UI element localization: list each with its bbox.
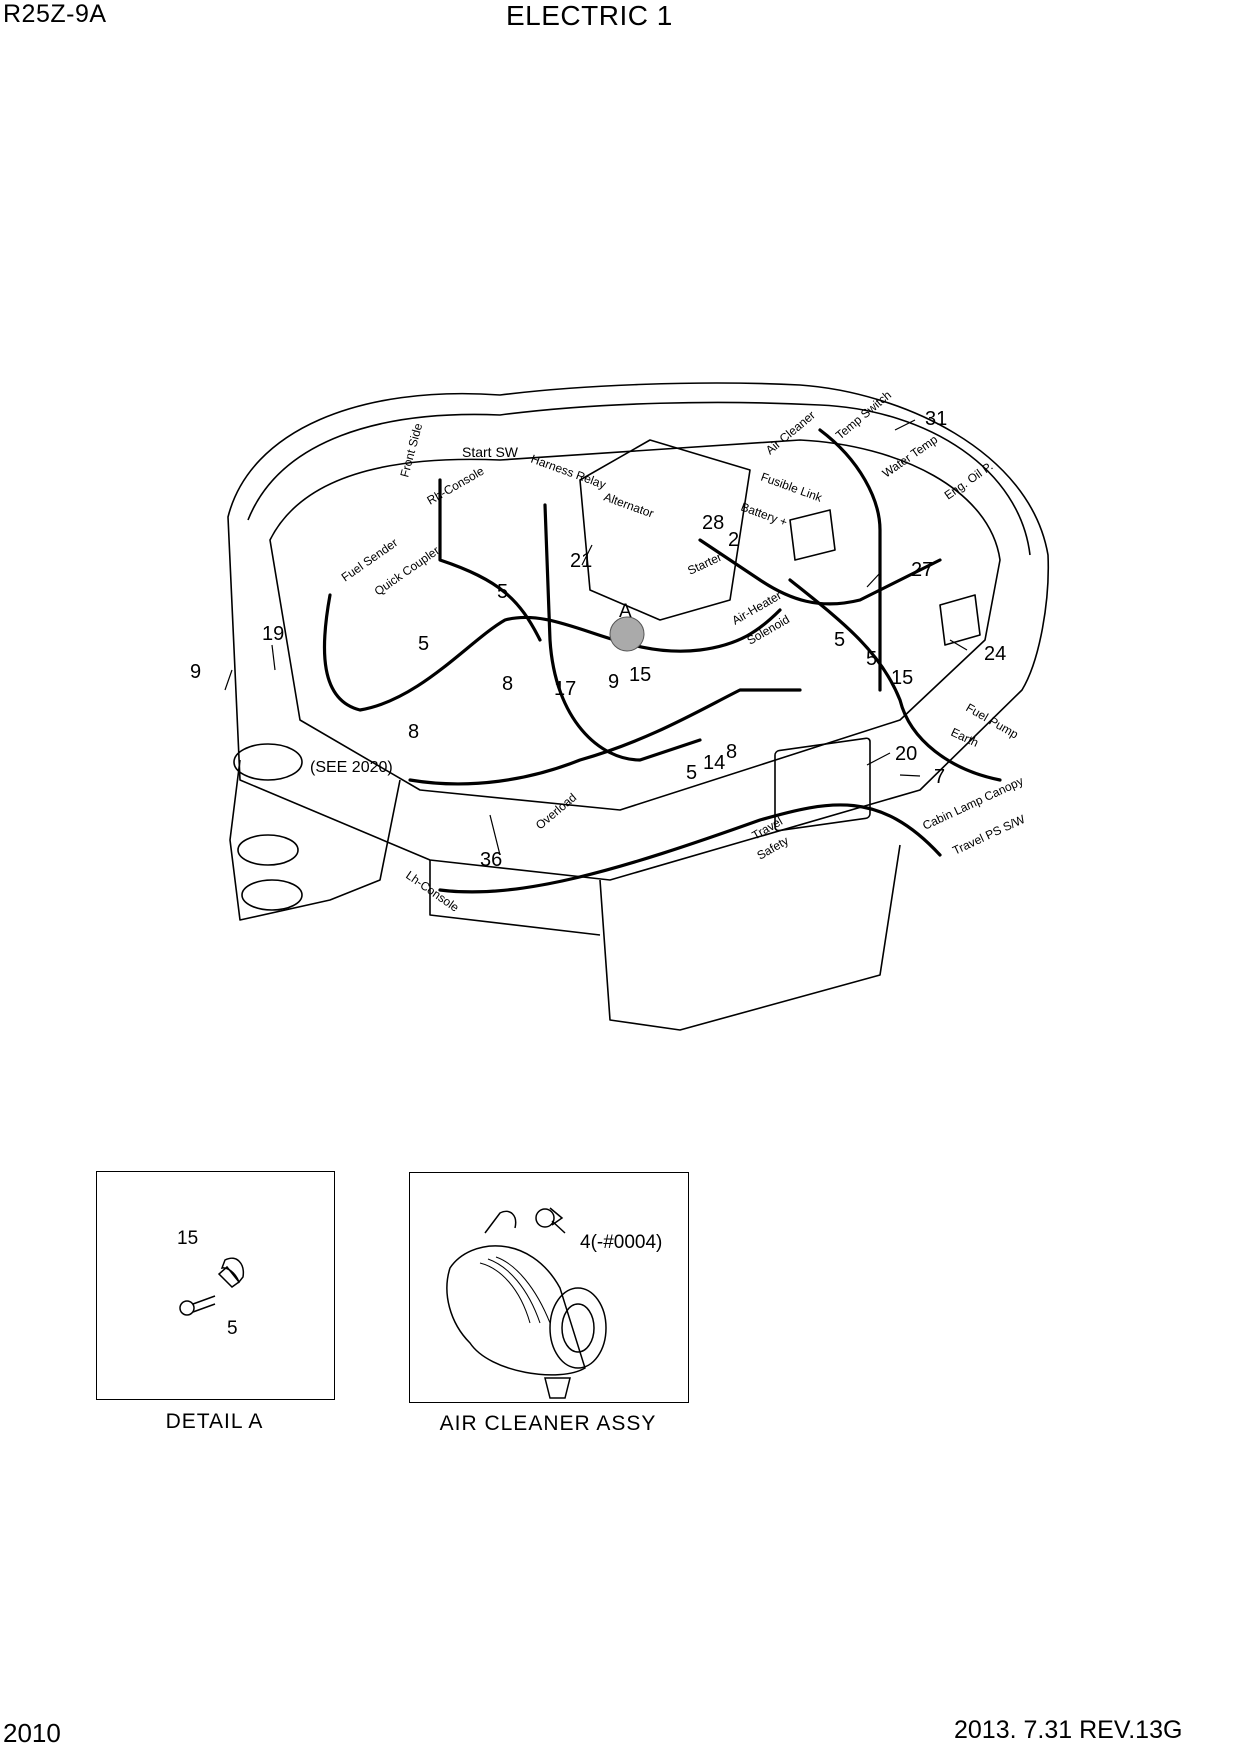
callout-5-e: 5 <box>686 762 697 784</box>
callout-15-b: 15 <box>891 667 913 689</box>
callout-9-a: 9 <box>190 661 201 683</box>
air-cleaner-callout-4: 4(-#0004) <box>580 1232 662 1253</box>
swing-pin-hole-1 <box>237 834 299 866</box>
harness-label-rh-console: Rh-Console <box>425 464 487 508</box>
clip-body <box>217 1265 241 1288</box>
harness-label-battery-plus: Battery + <box>739 500 789 530</box>
counterweight-front <box>599 844 901 1031</box>
air-cleaner-box: 4(-#0004) <box>409 1172 689 1403</box>
page-title: ELECTRIC 1 <box>506 0 673 31</box>
callout-14: 14 <box>703 752 725 774</box>
detail-a-box: 15 5 <box>96 1171 335 1400</box>
harness-label-alternator: Alternator <box>602 490 656 521</box>
detail-a-marker-label: A <box>619 601 632 622</box>
harness-front <box>408 688 802 786</box>
plate <box>774 737 871 832</box>
harness-label-start-sw: Start SW <box>462 444 519 460</box>
air-cleaner-end-cap <box>549 1287 607 1369</box>
callout-leaders <box>224 419 968 856</box>
frame-top-rim <box>247 401 1031 556</box>
callout-28: 28 <box>702 512 724 534</box>
frame-outer-edge <box>227 382 1050 881</box>
harness-label-starter: Starter <box>685 550 724 578</box>
detail-a-caption: DETAIL A <box>165 1410 264 1433</box>
callout-36: 36 <box>480 849 502 871</box>
callout-7: 7 <box>934 766 945 788</box>
air-cleaner-inlet <box>484 1210 517 1234</box>
air-cleaner-valve <box>544 1377 571 1399</box>
callout-8-a: 8 <box>502 673 513 695</box>
harness-label-travel-ps-sw: Travel PS S/W <box>950 812 1027 858</box>
part-callouts: 31 28 2 21 27 5 5 5 5 5 19 9 9 15 15 17 … <box>190 408 1006 871</box>
callout-15-a: 15 <box>629 664 651 686</box>
bolt-icon <box>179 1295 216 1316</box>
engine-compartment <box>579 439 751 621</box>
callout-8-b: 8 <box>408 721 419 743</box>
harness-upper <box>818 428 882 692</box>
callout-5-a: 5 <box>497 581 508 603</box>
switch-icon <box>535 1207 564 1228</box>
callout-20: 20 <box>895 743 917 765</box>
counterweight-side <box>429 860 601 936</box>
harness-top <box>698 538 942 606</box>
page-number: 2010 <box>3 1718 61 1748</box>
air-cleaner-body <box>446 1245 586 1376</box>
callout-5-c: 5 <box>834 629 845 651</box>
see-2020-note: (SEE 2020) <box>310 759 393 776</box>
control-box <box>939 594 981 646</box>
harness-label-fusible-link: Fusible Link <box>759 470 825 505</box>
callout-31: 31 <box>925 408 947 430</box>
harness-label-front-side: Front Side <box>397 421 425 478</box>
callout-5-b: 5 <box>418 633 429 655</box>
harness-label-eng-oil-p: Eng. Oil P. <box>942 459 996 502</box>
revision: 2013. 7.31 REV.13G <box>954 1716 1183 1744</box>
detail-a-marker-circle <box>609 616 645 652</box>
swing-pin-hole-2 <box>241 879 303 911</box>
callout-8-c: 8 <box>726 741 737 763</box>
harness-label-overload: Overload <box>533 790 579 832</box>
callout-17: 17 <box>554 678 576 700</box>
callout-2: 2 <box>728 529 739 551</box>
detail-a-callout-5: 5 <box>227 1318 238 1339</box>
harness-label-air-cleaner: Air Cleaner <box>763 408 818 457</box>
wire-harness <box>322 428 1002 894</box>
callout-5-d: 5 <box>866 648 877 670</box>
detail-a-callout-15: 15 <box>177 1228 198 1249</box>
callout-19: 19 <box>262 623 284 645</box>
harness-right <box>788 578 1002 782</box>
boom-pin-hole <box>233 743 303 781</box>
callout-21: 21 <box>570 550 592 572</box>
frame-inner-wall <box>269 439 1001 811</box>
callout-9-b: 9 <box>608 671 619 693</box>
harness-riser <box>438 478 542 642</box>
model-code: R25Z-9A <box>3 0 107 28</box>
harness-lh <box>438 803 942 894</box>
callout-24: 24 <box>984 643 1006 665</box>
swing-bracket <box>229 759 401 921</box>
battery-box <box>789 509 836 561</box>
harness-center <box>543 503 702 762</box>
air-cleaner-ribs <box>479 1256 551 1324</box>
clip-icon <box>220 1257 245 1284</box>
callout-27: 27 <box>911 559 933 581</box>
harness-main <box>322 593 782 712</box>
air-cleaner-caption: AIR CLEANER ASSY <box>439 1412 657 1435</box>
upper-frame <box>227 382 1050 1031</box>
